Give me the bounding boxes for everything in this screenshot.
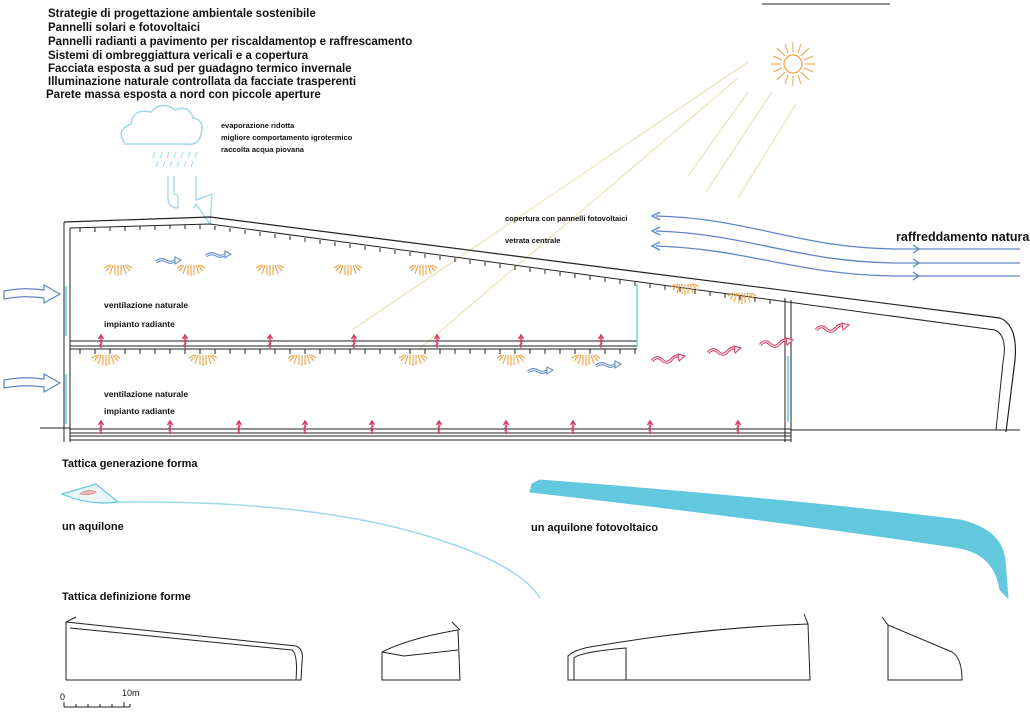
sun-rays [351,61,797,351]
downpipe-icon [167,176,213,226]
strategy-item: Facciata esposta a sud per guadagno term… [48,63,352,75]
lower-radiant-label: impianto radiante [104,406,175,416]
pv-kite-shape [529,479,1009,600]
lower-vent-label: ventilazione naturale [104,389,188,399]
glazing-label: vetrata centrale [505,236,560,245]
upper-vent-label: ventilazione naturale [104,300,188,310]
form-generation-title: Tattica generazione forma [62,458,198,470]
heat-arrow-icon [97,334,742,435]
form-profiles [65,613,963,681]
scale-end: 10m [122,688,140,698]
pv-kite-label: un aquilone fotovoltaico [531,522,658,534]
cloud-icon [120,104,203,146]
wind-arrow-icon [3,283,62,394]
rain-note: migliore comportamento igrotermico [221,133,353,142]
cooling-arrows [650,211,1020,281]
heat-flow-arrows [650,321,851,364]
form-definition-title: Tattica definizione forme [62,591,191,603]
kite-label: un aquilone [62,521,124,533]
air-flow-arrows [154,249,623,376]
rain-note: evaporazione ridotta [221,121,295,130]
cooling-label: raffreddamento naturale [896,230,1030,244]
light-icon [91,264,757,367]
rain-icon [152,151,198,168]
glazing [65,286,789,424]
strategy-item: Pannelli solari e fotovoltaici [48,22,200,34]
strategy-item: Illuminazione naturale controllata da fa… [48,76,356,88]
strategy-item: Sistemi di ombreggiattura vericali e a c… [48,50,309,62]
scale-bar [63,702,131,708]
strategy-item: Parete massa esposta a nord con piccole … [46,89,321,101]
strategy-title: Strategie di progettazione ambientale so… [48,8,316,20]
rain-note: raccolta acqua piovana [221,145,305,154]
scale-start: 0 [60,692,65,702]
pv-roof-label: copertura con pannelli fotovoltaici [505,214,628,223]
sun-icon [771,42,815,86]
upper-radiant-label: impianto radiante [104,319,175,329]
kite-shape [60,483,541,599]
building-section [40,216,1020,442]
strategy-item: Pannelli radianti a pavimento per riscal… [48,36,412,48]
